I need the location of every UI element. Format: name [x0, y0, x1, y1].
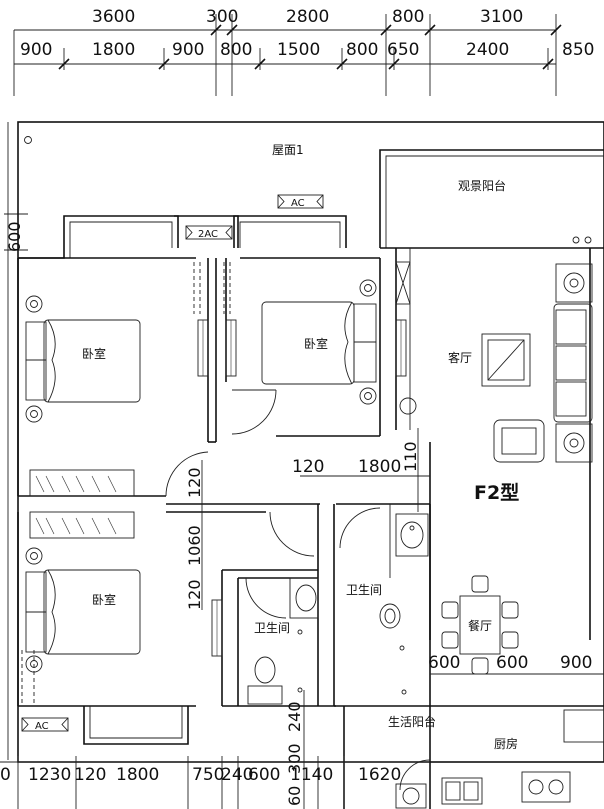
basin-bathroom-1 — [289, 577, 319, 635]
dim-bottom-120: 120 — [74, 765, 106, 785]
washing-machine — [395, 783, 427, 809]
dining-table — [441, 575, 519, 675]
ac-unit-bottom — [21, 717, 69, 732]
bathroom-1-label: 卫生间 — [254, 621, 290, 635]
bed-bedroom-1 — [25, 319, 141, 403]
tv-cabinet-bedroom-2 — [225, 319, 237, 377]
nightstand-lamp-2 — [359, 279, 377, 405]
ac-label-top: AC — [291, 198, 305, 209]
dim-row2-800b: 800 — [346, 40, 378, 60]
dim-top-800: 800 — [392, 7, 424, 27]
dim-bottom-240: 240 — [221, 765, 253, 785]
squat-toilet-bathroom-2 — [379, 603, 407, 695]
dim-bottom-1230: 1230 — [28, 765, 71, 785]
dim-row2-1800: 1800 — [92, 40, 135, 60]
bedroom-3-label: 卧室 — [92, 592, 116, 607]
bedroom-1-walls — [17, 258, 217, 497]
bathroom-2-label: 卫生间 — [346, 583, 382, 597]
bathroom-2-walls — [334, 504, 431, 707]
nightstand-lamp-1 — [25, 295, 43, 423]
door-utility-balcony — [399, 759, 431, 791]
kitchen-label: 厨房 — [494, 736, 518, 751]
door-bathroom-2 — [339, 507, 381, 549]
dim-row2-900b: 900 — [172, 40, 204, 60]
dim-int-240: 240 — [285, 701, 304, 732]
armchair — [493, 419, 545, 463]
sliding-door-marks — [193, 262, 231, 314]
dim-bottom-0: 0 — [0, 765, 11, 785]
dim-row2-900a: 900 — [20, 40, 52, 60]
top-dimension-lines — [13, 14, 562, 96]
dim-bottom-750: 750 — [192, 765, 224, 785]
bottom-dimension-line — [0, 756, 430, 809]
dim-int-300: 300 — [285, 743, 304, 774]
bed-bedroom-2 — [261, 301, 377, 385]
dim-row2-650: 650 — [387, 40, 419, 60]
dim-row2-850: 850 — [562, 40, 594, 60]
sofa-living — [553, 303, 593, 423]
bedroom-top-walls — [18, 215, 380, 259]
dim-int-1060: 1060 — [185, 525, 204, 566]
dim-int-1800: 1800 — [358, 457, 401, 477]
living-room-label: 客厅 — [448, 350, 472, 365]
dim-row2-1500: 1500 — [277, 40, 320, 60]
coffee-table — [481, 333, 531, 387]
dim-bottom-600: 600 — [248, 765, 280, 785]
dim-int-600a: 600 — [428, 653, 460, 673]
toilet-bathroom-1 — [247, 656, 303, 705]
balcony-view-label: 观景阳台 — [458, 178, 506, 193]
dim-top-3100: 3100 — [480, 7, 523, 27]
door-bedroom-2 — [231, 389, 277, 435]
bedroom-2-walls — [225, 258, 381, 437]
tv-cabinet-bedroom-3 — [211, 599, 223, 657]
dim-row2-2400: 2400 — [466, 40, 509, 60]
ac-label-bottom: AC — [35, 721, 49, 732]
tv-cabinet-living — [395, 319, 417, 415]
dim-int-120b: 120 — [185, 467, 204, 498]
plan-title: F2型 — [474, 481, 519, 504]
dim-int-60: 60 — [285, 786, 304, 806]
door-bathroom-1 — [245, 577, 287, 619]
wardrobe-bedroom-3 — [29, 511, 135, 539]
dim-int-600b: 600 — [496, 653, 528, 673]
dining-room-label: 餐厅 — [468, 618, 492, 633]
utility-balcony-label: 生活阳台 — [388, 714, 436, 729]
ac-unit-middle — [185, 225, 233, 240]
kitchen-sink — [441, 777, 483, 805]
dim-left-600: 600 — [5, 221, 24, 252]
dim-int-120c: 120 — [185, 579, 204, 610]
dim-bottom-1800: 1800 — [116, 765, 159, 785]
roof-label: 屋面1 — [272, 143, 304, 157]
stove — [521, 771, 571, 803]
bedroom-1-label: 卧室 — [82, 346, 106, 361]
interior-dim-lines — [201, 428, 430, 610]
side-table-lamp — [555, 263, 593, 463]
dim-top-2800: 2800 — [286, 7, 329, 27]
dim-bottom-1620: 1620 — [358, 765, 401, 785]
dim-top-300: 300 — [206, 7, 238, 27]
dim-row2-800a: 800 — [220, 40, 252, 60]
balcony-view-outline — [379, 149, 604, 248]
dim-int-110: 110 — [401, 441, 420, 472]
wardrobe-bedroom-1 — [29, 469, 135, 497]
ac-label-middle: 2AC — [198, 229, 218, 240]
kitchen-walls — [343, 705, 604, 809]
dim-int-900: 900 — [560, 653, 592, 673]
dim-bottom-1140: 1140 — [290, 765, 333, 785]
dim-top-3600: 3600 — [92, 7, 135, 27]
bedroom-2-label: 卧室 — [304, 336, 328, 351]
ac-unit-top — [277, 194, 324, 209]
tv-cabinet-bedroom-1 — [197, 319, 209, 377]
basin-bathroom-2 — [395, 513, 429, 557]
bottom-window-bedroom-3 — [21, 650, 189, 745]
hall-walls — [166, 441, 430, 706]
door-hallway — [165, 451, 315, 557]
dim-int-120a: 120 — [292, 457, 324, 477]
bed-bedroom-3 — [25, 569, 141, 655]
